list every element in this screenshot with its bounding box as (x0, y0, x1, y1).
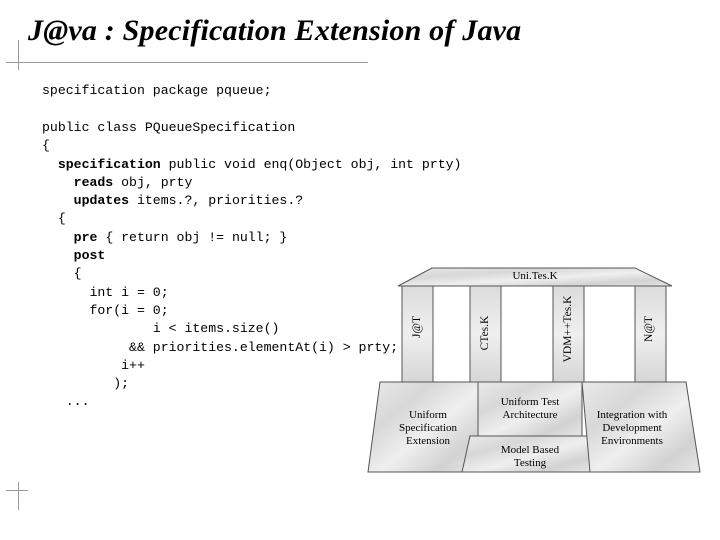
code-text (42, 193, 74, 208)
pillar-label-ctesk: CTes.K (479, 315, 491, 351)
code-line: specification package pqueue; (42, 83, 272, 98)
title-underline (6, 62, 368, 63)
code-line: ... (42, 394, 90, 410)
code-text (42, 175, 74, 190)
base-right-label: Integration with Development Environment… (596, 409, 668, 447)
code-line: post (42, 248, 106, 264)
code-keyword: updates (73, 193, 130, 209)
base-center-top-label: Uniform Test Architecture (500, 396, 560, 421)
base-center-bottom-block (461, 435, 591, 473)
code-keyword: reads (73, 174, 114, 190)
code-package-line: specification package pqueue; (42, 82, 272, 100)
code-line: updates items.?, priorities.? (42, 193, 304, 209)
roof-label: Uni.Tes.K (512, 270, 558, 282)
code-text: { (42, 211, 66, 227)
code-text: { return obj != null; } (97, 229, 288, 245)
pillar-vdmtesk (552, 285, 585, 383)
pillar-label-nat: N@T (643, 316, 655, 342)
pillar-nat (634, 285, 667, 383)
code-text: ); (42, 376, 130, 392)
left-rule-bottom (18, 482, 19, 510)
code-line: public class PQueueSpecification (42, 120, 295, 135)
code-text (42, 230, 74, 245)
code-line: for(i = 0; (42, 302, 169, 318)
code-text: for(i = 0; (42, 302, 169, 318)
code-text: items.?, priorities.? (129, 193, 304, 209)
code-line: { (42, 211, 66, 226)
code-text: { (42, 138, 50, 154)
code-text: package pqueue; (144, 83, 272, 98)
code-text (42, 157, 58, 172)
code-text: public class PQueue (42, 120, 193, 135)
code-line: { (42, 138, 50, 153)
pillar-label-vdmtesk: VDM++Tes.K (562, 295, 574, 363)
code-class-block: public class PQueueSpecification { speci… (42, 119, 461, 412)
code-line: i++ (42, 358, 145, 373)
slide-title: J@va : Specification Extension of Java (28, 14, 522, 47)
code-text (42, 248, 74, 263)
code-line: specification public void enq(Object obj… (42, 156, 462, 172)
code-line: ); (42, 376, 129, 391)
code-text: obj, prty (113, 174, 193, 190)
code-keyword: specification (57, 156, 161, 172)
base-right-block (581, 381, 701, 473)
code-line: reads obj, prty (42, 174, 193, 190)
code-keyword: pre (73, 229, 98, 245)
code-text: public void enq(Object obj, int prty) (160, 156, 462, 172)
base-center-top-block (477, 381, 583, 437)
code-line: { (42, 266, 82, 281)
code-line: && priorities.elementAt(i) > prty; (42, 340, 398, 355)
base-left-label: Uniform Specification Extension (398, 409, 458, 447)
bottom-rule (6, 490, 28, 491)
left-rule-top (18, 40, 19, 70)
code-line: int i = 0; (42, 284, 169, 300)
code-text: i < items.size() (42, 321, 280, 337)
code-text: int i = 0; (42, 284, 169, 300)
pillar-ctesk (469, 285, 502, 383)
code-keyword: post (73, 248, 106, 264)
code-line: i < items.size() (42, 321, 280, 337)
code-line: pre { return obj != null; } (42, 229, 288, 245)
code-text: && priorities.elementAt(i) > prty; (42, 339, 399, 355)
code-text: { (42, 266, 82, 282)
code-text: ... (42, 394, 90, 410)
base-center-bottom-label: Model Based Testing (500, 444, 560, 469)
code-text: specification (42, 83, 145, 98)
code-text: i++ (42, 357, 145, 373)
code-text: Specification (192, 120, 296, 135)
